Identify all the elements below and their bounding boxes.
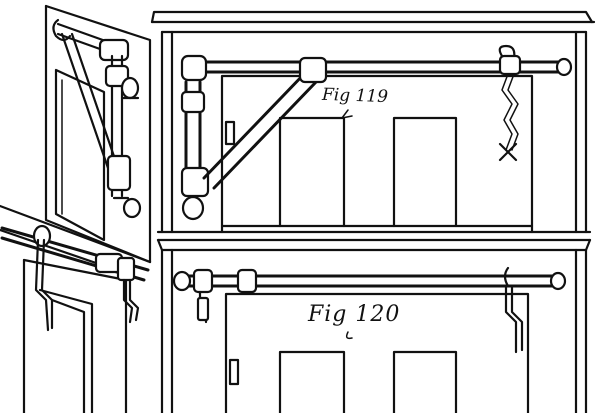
lower-cornice <box>156 230 592 252</box>
lower-door-panels <box>228 350 458 413</box>
fig-120-label: Fig 120 <box>308 302 401 327</box>
lower-frame <box>160 248 588 413</box>
fig-120-pointer <box>345 331 353 340</box>
left-rod-lower <box>0 224 150 332</box>
cross-mark <box>498 142 518 162</box>
upper-frame <box>160 30 588 234</box>
left-door-upper <box>44 4 152 264</box>
upper-cornice <box>150 10 596 34</box>
fig-119-label: Fig 119 <box>321 84 389 108</box>
lower-rod-assembly <box>172 266 567 354</box>
left-bracket-assembly <box>52 18 142 219</box>
upper-door-panels <box>224 116 458 228</box>
upper-rod-assembly <box>180 44 573 221</box>
left-door-lower <box>22 258 128 413</box>
fig-119-pointer <box>341 109 353 119</box>
